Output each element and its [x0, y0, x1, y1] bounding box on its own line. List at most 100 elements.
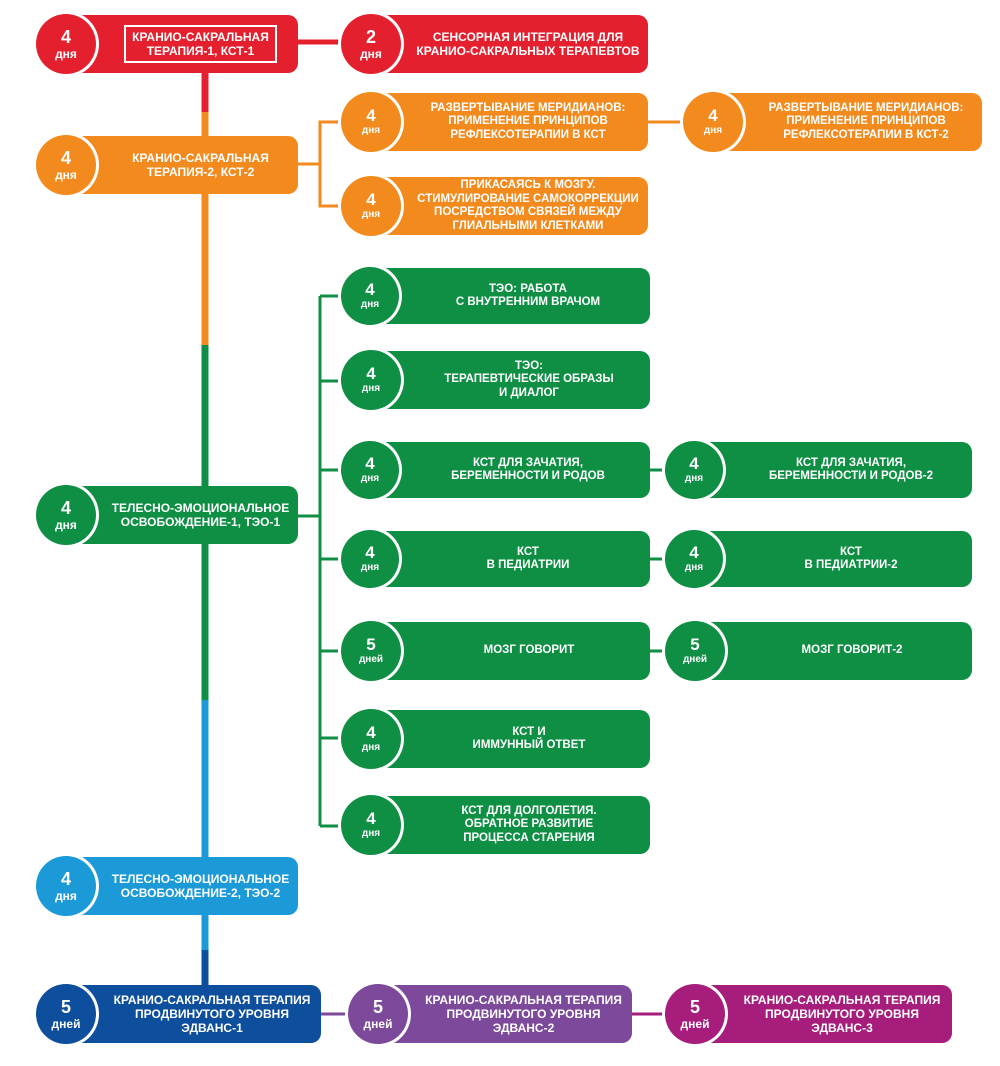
- duration-number: 4: [365, 454, 375, 473]
- course-bar: КСТ И ИММУННЫЙ ОТВЕТ: [371, 710, 650, 768]
- course-title: КРАНИО-САКРАЛЬНАЯ ТЕРАПИЯ ПРОДВИНУТОГО У…: [425, 993, 622, 1035]
- course-bar: ПРИКАСАЯСЬ К МОЗГУ. СТИМУЛИРОВАНИЕ САМОК…: [371, 177, 648, 235]
- course-bar: КСТ В ПЕДИАТРИИ: [370, 531, 650, 587]
- course-title: КРАНИО-САКРАЛЬНАЯ ТЕРАПИЯ-2, КСТ-2: [132, 151, 269, 179]
- duration-unit: дня: [55, 47, 77, 61]
- duration-unit: дней: [682, 654, 708, 665]
- course-bar: СЕНСОРНАЯ ИНТЕГРАЦИЯ ДЛЯ КРАНИО-САКРАЛЬН…: [371, 15, 648, 73]
- course-title: СЕНСОРНАЯ ИНТЕГРАЦИЯ ДЛЯ КРАНИО-САКРАЛЬН…: [416, 30, 640, 58]
- duration-unit: дня: [55, 168, 77, 182]
- course-bar: КРАНИО-САКРАЛЬНАЯ ТЕРАПИЯ ПРОДВИНУТОГО У…: [378, 985, 632, 1043]
- course-title: МОЗГ ГОВОРИТ: [483, 644, 575, 657]
- duration-unit: дня: [361, 209, 381, 220]
- duration-unit: дней: [51, 1017, 81, 1031]
- course-bar: КРАНИО-САКРАЛЬНАЯ ТЕРАПИЯ-1, КСТ-1: [66, 15, 298, 73]
- course-title: ТЕЛЕСНО-ЭМОЦИОНАЛЬНОЕ ОСВОБОЖДЕНИЕ-2, ТЭ…: [111, 872, 290, 900]
- course-node-teo2: ТЕЛЕСНО-ЭМОЦИОНАЛЬНОЕ ОСВОБОЖДЕНИЕ-2, ТЭ…: [33, 853, 298, 919]
- duration-number: 5: [689, 997, 700, 1017]
- duration-unit: дня: [361, 828, 381, 839]
- duration-unit: дней: [358, 654, 384, 665]
- course-title: ТЭО: РАБОТА С ВНУТРЕННИМ ВРАЧОМ: [455, 282, 601, 309]
- course-title: КСТ И ИММУННЫЙ ОТВЕТ: [472, 725, 586, 752]
- duration-number: 4: [708, 106, 718, 125]
- course-bar: КСТ ДЛЯ ЗАЧАТИЯ, БЕРЕМЕННОСТИ И РОДОВ-2: [694, 442, 972, 498]
- course-bar: РАЗВЕРТЫВАНИЕ МЕРИДИАНОВ: ПРИМЕНЕНИЕ ПРИ…: [371, 93, 648, 151]
- duration-unit: дня: [684, 473, 704, 484]
- course-bar: МОЗГ ГОВОРИТ: [371, 622, 650, 680]
- duration-number: 4: [365, 543, 375, 562]
- course-node-meridians2: РАЗВЕРТЫВАНИЕ МЕРИДИАНОВ: ПРИМЕНЕНИЕ ПРИ…: [680, 89, 982, 155]
- course-bar: КСТ ДЛЯ ЗАЧАТИЯ, БЕРЕМЕННОСТИ И РОДОВ: [370, 442, 650, 498]
- course-bar: ТЕЛЕСНО-ЭМОЦИОНАЛЬНОЕ ОСВОБОЖДЕНИЕ-1, ТЭ…: [66, 486, 298, 544]
- duration-unit: дня: [360, 562, 380, 573]
- duration-number: 4: [366, 809, 376, 828]
- course-bar: КРАНИО-САКРАЛЬНАЯ ТЕРАПИЯ ПРОДВИНУТОГО У…: [695, 985, 952, 1043]
- duration-unit: дня: [360, 47, 382, 61]
- duration-unit: дня: [684, 562, 704, 573]
- duration-number: 4: [60, 498, 71, 518]
- duration-number: 5: [60, 997, 71, 1017]
- duration-number: 4: [689, 454, 699, 473]
- duration-unit: дней: [680, 1017, 710, 1031]
- course-bar: КРАНИО-САКРАЛЬНАЯ ТЕРАПИЯ-2, КСТ-2: [66, 136, 298, 194]
- duration-unit: дня: [703, 125, 723, 136]
- duration-number: 4: [689, 543, 699, 562]
- duration-number: 4: [60, 148, 71, 168]
- duration-number: 4: [60, 27, 71, 47]
- course-title: КРАНИО-САКРАЛЬНАЯ ТЕРАПИЯ-1, КСТ-1: [124, 25, 277, 63]
- course-node-advance3: КРАНИО-САКРАЛЬНАЯ ТЕРАПИЯ ПРОДВИНУТОГО У…: [662, 981, 952, 1047]
- course-title: КСТ ДЛЯ ДОЛГОЛЕТИЯ. ОБРАТНОЕ РАЗВИТИЕ ПР…: [461, 804, 597, 844]
- duration-unit: дня: [55, 889, 77, 903]
- duration-unit: дня: [361, 742, 381, 753]
- course-bar: РАЗВЕРТЫВАНИЕ МЕРИДИАНОВ: ПРИМЕНЕНИЕ ПРИ…: [713, 93, 982, 151]
- course-node-advance2: КРАНИО-САКРАЛЬНАЯ ТЕРАПИЯ ПРОДВИНУТОГО У…: [345, 981, 632, 1047]
- course-bar: КСТ ДЛЯ ДОЛГОЛЕТИЯ. ОБРАТНОЕ РАЗВИТИЕ ПР…: [371, 796, 650, 854]
- course-node-brain_touch: ПРИКАСАЯСЬ К МОЗГУ. СТИМУЛИРОВАНИЕ САМОК…: [338, 173, 648, 239]
- course-bar: КСТ В ПЕДИАТРИИ-2: [694, 531, 972, 587]
- course-title: КСТ В ПЕДИАТРИИ: [486, 545, 570, 572]
- course-title: ПРИКАСАЯСЬ К МОЗГУ. СТИМУЛИРОВАНИЕ САМОК…: [417, 179, 639, 232]
- course-node-teo1: ТЕЛЕСНО-ЭМОЦИОНАЛЬНОЕ ОСВОБОЖДЕНИЕ-1, ТЭ…: [33, 482, 298, 548]
